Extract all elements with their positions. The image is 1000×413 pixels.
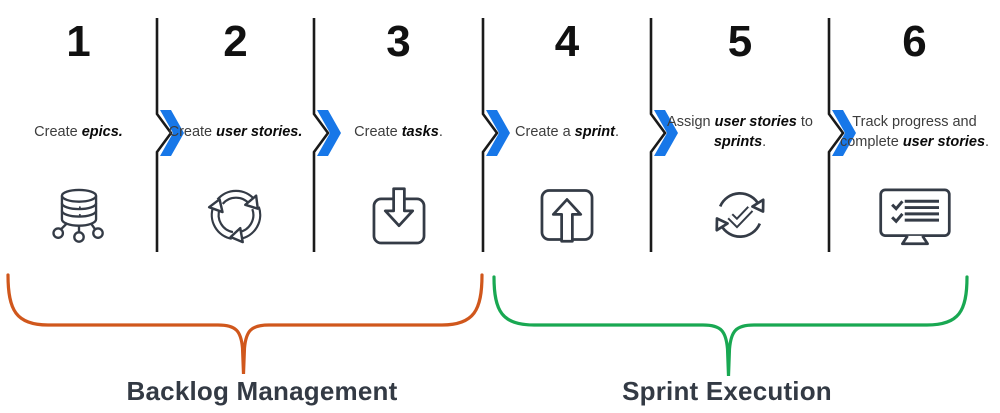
step-number: 1 (66, 17, 91, 66)
next-step-chevron-icon (832, 110, 856, 156)
step-description: Track progress and complete user stories… (839, 114, 990, 150)
step-number: 4 (554, 17, 580, 66)
cycle-arrows-icon (157, 176, 314, 254)
monitor-checklist-icon (829, 176, 1000, 254)
divider-line (155, 18, 173, 252)
upload-box-icon (483, 176, 651, 254)
group-label-sprint-execution: Sprint Execution (622, 376, 832, 406)
step-number: 3 (386, 17, 411, 66)
step-description: Create epics. (34, 124, 123, 141)
import-box-icon (314, 176, 483, 254)
step-description: Create tasks. (354, 124, 443, 141)
divider-line (481, 18, 499, 252)
backlog-management-brace (6, 273, 484, 375)
group-label-backlog-management: Backlog Management (126, 376, 398, 406)
sprint-execution-brace (492, 275, 969, 377)
step-number: 6 (902, 17, 927, 66)
step-description: Create user stories. (168, 124, 303, 141)
next-step-chevron-icon (486, 110, 510, 156)
next-step-chevron-icon (160, 110, 184, 156)
step-description: Assign user stories to sprints. (667, 114, 813, 150)
step-number: 2 (223, 17, 248, 66)
next-step-chevron-icon (317, 110, 341, 156)
step-number: 5 (727, 17, 753, 66)
divider-line (312, 18, 330, 252)
epic-data-icon (0, 176, 157, 254)
divider-line (827, 18, 845, 252)
next-step-chevron-icon (654, 110, 678, 156)
sync-check-icon (651, 176, 829, 254)
divider-line (649, 18, 667, 252)
step-description: Create a sprint. (515, 124, 619, 141)
